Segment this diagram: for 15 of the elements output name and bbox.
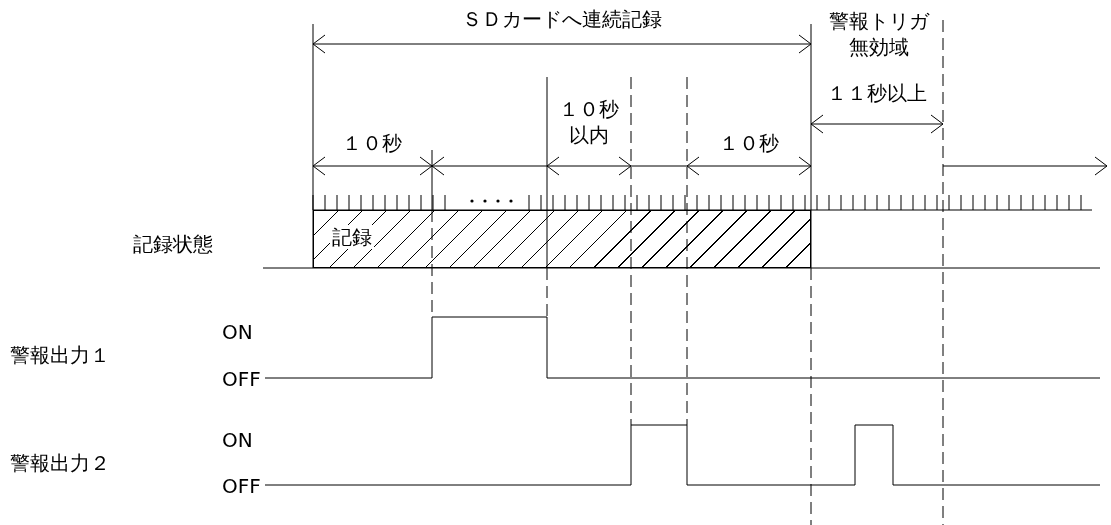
- dimension-label: １１秒以上: [826, 80, 928, 106]
- level-label: ON: [222, 319, 253, 345]
- signal-name: 記録状態: [132, 231, 214, 257]
- signal-name: 警報出力１: [10, 342, 110, 368]
- dimension-label: １０秒: [341, 130, 403, 156]
- level-label: ON: [222, 427, 253, 453]
- bar-label: 記録: [330, 225, 374, 249]
- level-label: OFF: [222, 473, 261, 499]
- zone-label: 警報トリガ無効域: [828, 8, 931, 60]
- dimension-label: １０秒以内: [558, 96, 620, 148]
- hatched-bar: [313, 210, 811, 268]
- dimension-label: ＳＤカードへ連続記録: [461, 6, 663, 32]
- dimension-label: １０秒: [718, 130, 780, 156]
- level-label: OFF: [222, 366, 261, 392]
- signal-name: 警報出力２: [10, 450, 110, 476]
